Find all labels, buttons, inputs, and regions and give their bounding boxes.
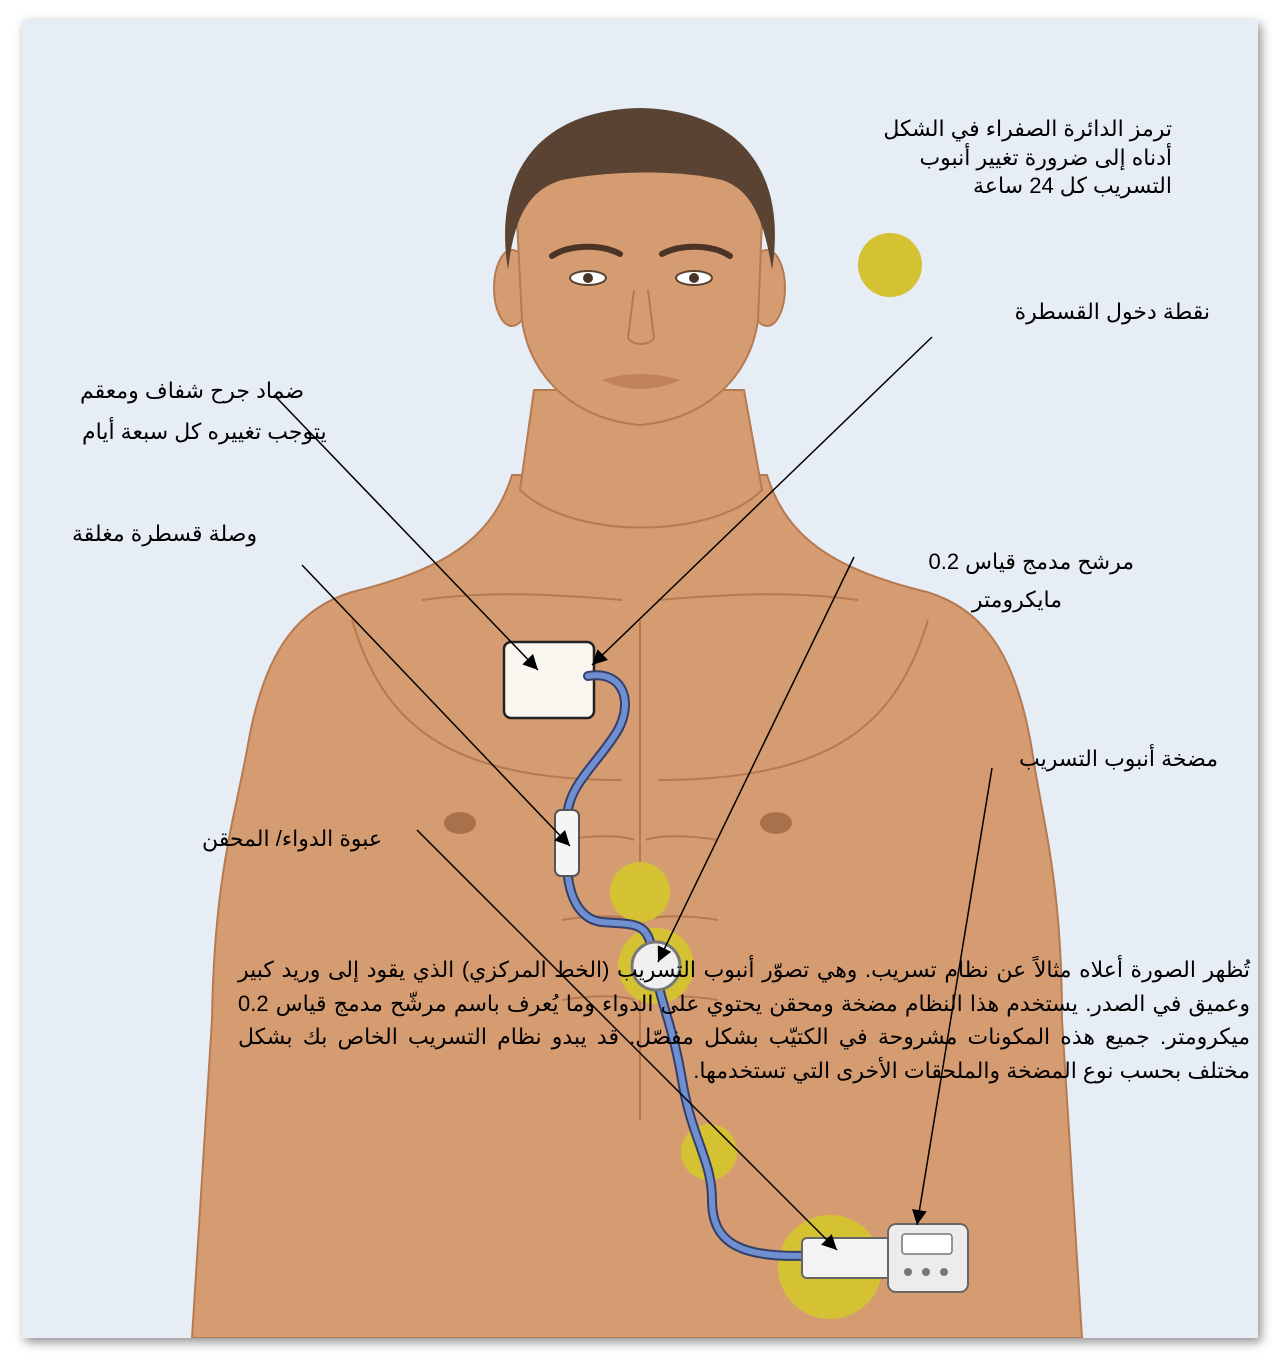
- legend-marker: [858, 233, 922, 297]
- wound-dressing: [504, 642, 594, 718]
- right-nipple: [760, 812, 792, 834]
- left-nipple: [444, 812, 476, 834]
- head: [494, 108, 785, 425]
- label-filter-line1: مرشح مدمج قياس 0.2: [928, 548, 1134, 577]
- label-pump: مضخة أنبوب التسريب: [1019, 745, 1218, 774]
- label-reservoir: عبوة الدواء/ المحقن: [202, 825, 382, 854]
- label-filter-line2: مايكرومتر: [972, 586, 1062, 615]
- label-catheter-entry: نقطة دخول القسطرة: [1015, 298, 1210, 327]
- marker-connector: [610, 862, 670, 922]
- legend-text: ترمز الدائرة الصفراء في الشكل أدناه إلى …: [852, 115, 1172, 201]
- caption: تُظهر الصورة أعلاه مثالاً عن نظام تسريب.…: [238, 953, 1250, 1088]
- figure-frame: ترمز الدائرة الصفراء في الشكل أدناه إلى …: [22, 20, 1258, 1338]
- medication-syringe: [802, 1238, 894, 1278]
- label-closed-connector: وصلة قسطرة مغلقة: [72, 520, 257, 549]
- label-dressing-line1: ضماد جرح شفاف ومعقم: [80, 377, 304, 406]
- infusion-diagram: [22, 20, 1258, 1338]
- label-dressing-line2: يتوجب تغييره كل سبعة أيام: [82, 418, 327, 447]
